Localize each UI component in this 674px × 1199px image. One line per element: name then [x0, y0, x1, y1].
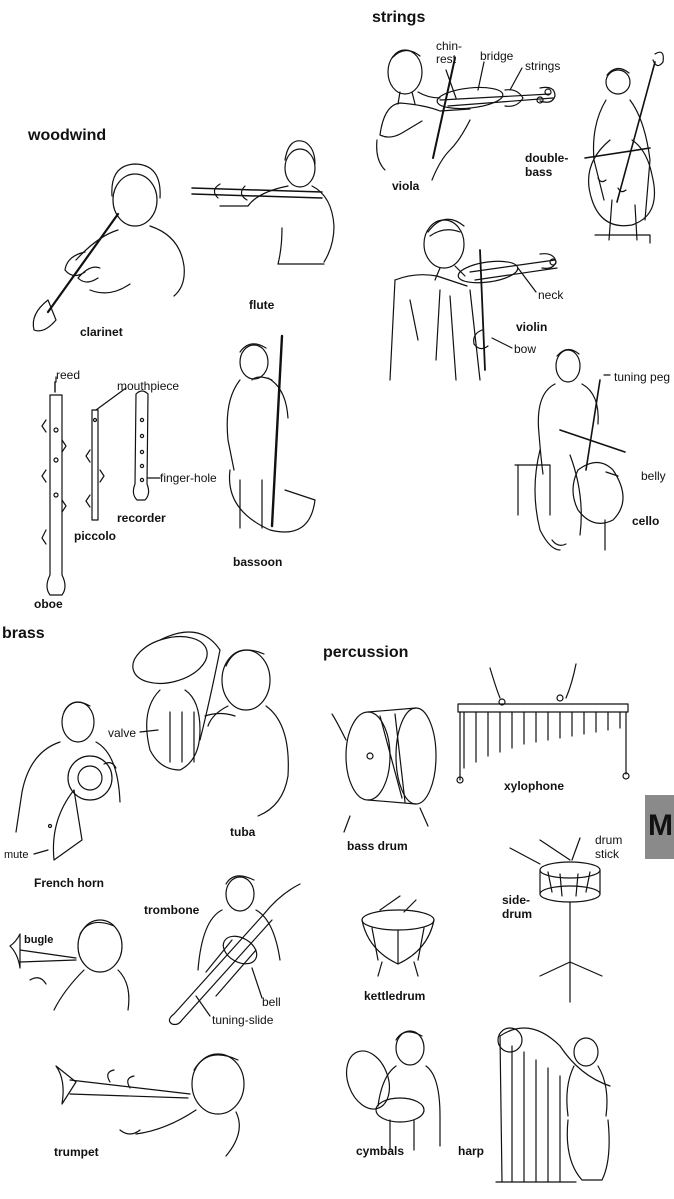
label-oboe: oboe	[34, 598, 63, 610]
label-tuning-slide: tuning-slide	[212, 1014, 273, 1026]
label-xylophone: xylophone	[504, 780, 564, 792]
label-drum-stick: drum stick	[595, 833, 622, 861]
piccolo-drawing	[86, 410, 104, 520]
kettledrum-drawing	[362, 896, 434, 976]
label-reed: reed	[56, 369, 80, 381]
side-drum-leader-line	[572, 838, 580, 860]
label-mute: mute	[4, 850, 28, 861]
label-french-horn: French horn	[34, 877, 104, 889]
label-clarinet: clarinet	[80, 326, 123, 338]
double-bass-drawing	[585, 52, 663, 243]
label-neck: neck	[538, 289, 563, 301]
label-bass-drum: bass drum	[347, 840, 408, 852]
xylophone-drawing	[457, 664, 629, 783]
section-heading-woodwind: woodwind	[28, 128, 106, 144]
label-finger-hole: finger-hole	[160, 472, 217, 484]
tuba-drawing	[128, 629, 289, 816]
oboe-drawing	[42, 382, 66, 595]
label-tuba: tuba	[230, 826, 255, 838]
cello-leader-lines	[604, 375, 618, 476]
label-harp: harp	[458, 1145, 484, 1157]
harp-drawing	[496, 1028, 610, 1182]
label-cymbals: cymbals	[356, 1145, 404, 1157]
clarinet-drawing	[33, 164, 184, 331]
label-tuning-peg: tuning peg	[614, 371, 670, 383]
recorder-drawing	[133, 391, 148, 500]
viola-leader-lines	[446, 62, 522, 98]
trombone-leader-lines	[196, 968, 262, 1016]
label-bell: bell	[262, 996, 281, 1008]
french-horn-drawing	[16, 702, 120, 860]
label-bow: bow	[514, 343, 536, 355]
label-bridge: bridge	[480, 50, 513, 62]
label-strings-part: strings	[525, 60, 560, 72]
section-heading-brass: brass	[2, 626, 45, 642]
cello-drawing	[515, 349, 625, 550]
label-double-bass: double- bass	[525, 151, 568, 179]
label-recorder: recorder	[117, 512, 166, 524]
horn-leader-line	[34, 850, 48, 854]
label-trombone: trombone	[144, 904, 199, 916]
label-bugle: bugle	[24, 935, 53, 946]
section-heading-strings: strings	[372, 10, 425, 26]
label-belly: belly	[641, 470, 666, 482]
label-kettledrum: kettledrum	[364, 990, 425, 1002]
label-chinrest: chin- rest	[436, 40, 462, 66]
label-flute: flute	[249, 299, 274, 311]
label-valve: valve	[108, 727, 136, 739]
bass-drum-drawing	[332, 708, 436, 832]
label-viola: viola	[392, 180, 419, 192]
label-bassoon: bassoon	[233, 556, 282, 568]
trumpet-drawing	[56, 1054, 244, 1156]
label-mouthpiece: mouthpiece	[117, 380, 179, 392]
cymbals-drawing	[339, 1031, 440, 1150]
dictionary-thumb-tab: M	[645, 795, 674, 859]
tuba-leader-line	[140, 730, 158, 732]
thumb-tab-letter: M	[648, 809, 673, 843]
bassoon-drawing	[227, 336, 315, 532]
label-side-drum: side- drum	[502, 893, 532, 921]
label-trumpet: trumpet	[54, 1146, 99, 1158]
section-heading-percussion: percussion	[323, 645, 408, 661]
label-cello: cello	[632, 515, 659, 527]
label-piccolo: piccolo	[74, 530, 116, 542]
flute-drawing	[192, 141, 334, 264]
side-drum-drawing	[510, 840, 602, 1002]
label-violin: violin	[516, 321, 547, 333]
